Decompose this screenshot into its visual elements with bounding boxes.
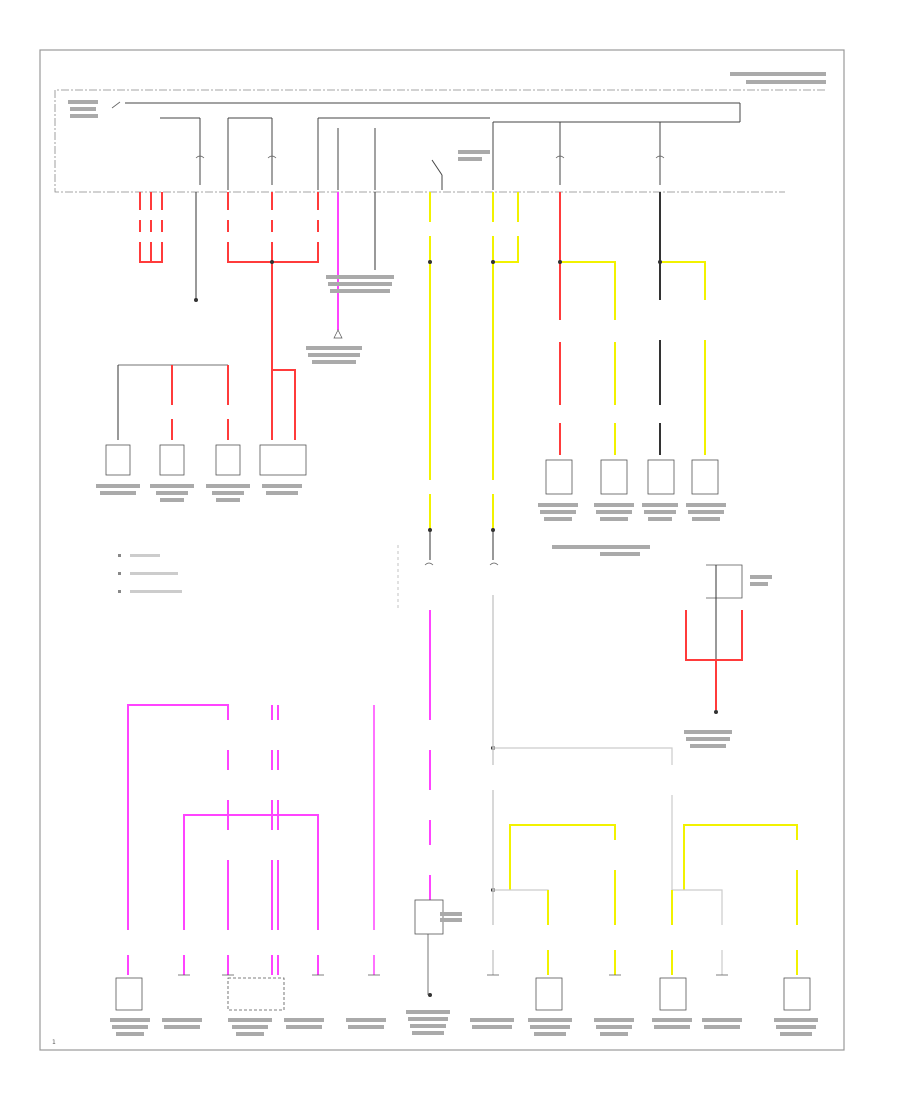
bus-bar <box>125 102 741 190</box>
component-box-5 <box>545 459 573 495</box>
wire-label-breaks <box>136 210 709 494</box>
legend <box>118 554 182 593</box>
component-box-9 <box>115 977 143 1011</box>
component-box-11 <box>414 899 444 935</box>
diagram-frame <box>39 49 845 1051</box>
component-box-14 <box>783 977 811 1011</box>
middle-section-wires <box>397 530 743 975</box>
component-box-13 <box>659 977 687 1011</box>
connector-triangle <box>333 329 343 339</box>
bottom-wire-label-breaks <box>124 720 801 955</box>
component-box-3 <box>215 444 241 476</box>
fuse-symbols <box>111 101 665 566</box>
page-number: 1 <box>52 1039 56 1046</box>
bottom-components <box>115 899 811 1011</box>
fuse-box-boundary <box>54 89 825 193</box>
component-box-10 <box>227 977 285 1011</box>
junction-dots <box>194 260 718 997</box>
component-box-7 <box>647 459 675 495</box>
component-box-6 <box>600 459 628 495</box>
component-box-12 <box>535 977 563 1011</box>
component-box-4 <box>259 444 307 476</box>
component-box-1 <box>105 444 131 476</box>
component-box-8 <box>691 459 719 495</box>
component-labels <box>68 72 826 1036</box>
connector-pins <box>178 934 728 995</box>
component-box-2 <box>159 444 185 476</box>
top-components <box>105 444 719 495</box>
